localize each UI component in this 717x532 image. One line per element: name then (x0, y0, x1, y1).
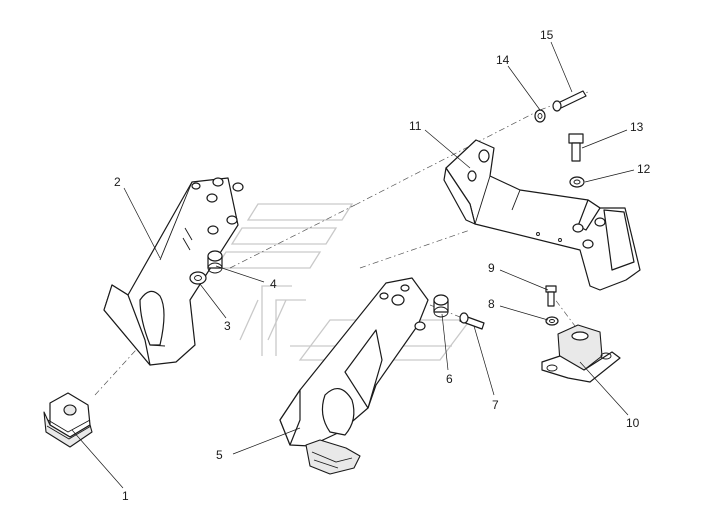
callout-10: 10 (626, 416, 640, 430)
callout-15: 15 (540, 28, 554, 42)
front-bracket-bolt-heads (379, 284, 426, 331)
callout-8: 8 (488, 297, 495, 311)
part-1-rubber-mount (43, 392, 93, 448)
front-bracket-rubber-mount (305, 439, 361, 475)
part-9-bolt (545, 285, 557, 307)
callout-leaders (71, 41, 635, 489)
rear-bracket-studs (572, 217, 606, 249)
part-2-left-bracket (103, 177, 244, 366)
part-13-bolt (568, 133, 584, 162)
part-14-washer (534, 109, 546, 123)
callout-7: 7 (492, 398, 499, 412)
callout-5: 5 (216, 448, 223, 462)
part-4-bushing (207, 250, 223, 274)
part-3-washer (189, 271, 207, 285)
bracket-studs (191, 177, 244, 235)
part-15-long-bolt (552, 90, 587, 112)
part-5-front-bracket (279, 277, 429, 475)
callout-9: 9 (488, 261, 495, 275)
callout-14: 14 (496, 53, 510, 67)
callout-13: 13 (630, 120, 644, 134)
part-8-nut (545, 316, 559, 326)
part-7-bolt (459, 312, 485, 330)
part-6-bushing (433, 294, 449, 318)
part-10-engine-mount (541, 324, 621, 383)
part-12-nut (569, 176, 585, 188)
callout-3: 3 (224, 319, 231, 333)
callout-numbers: 1 2 3 4 5 6 7 8 9 10 11 12 13 14 15 (114, 28, 651, 503)
callout-12: 12 (637, 162, 651, 176)
callout-2: 2 (114, 175, 121, 189)
callout-6: 6 (446, 372, 453, 386)
callout-11: 11 (409, 119, 422, 133)
callout-1: 1 (122, 489, 129, 503)
callout-4: 4 (270, 277, 277, 291)
part-11-rear-bracket (443, 139, 641, 291)
